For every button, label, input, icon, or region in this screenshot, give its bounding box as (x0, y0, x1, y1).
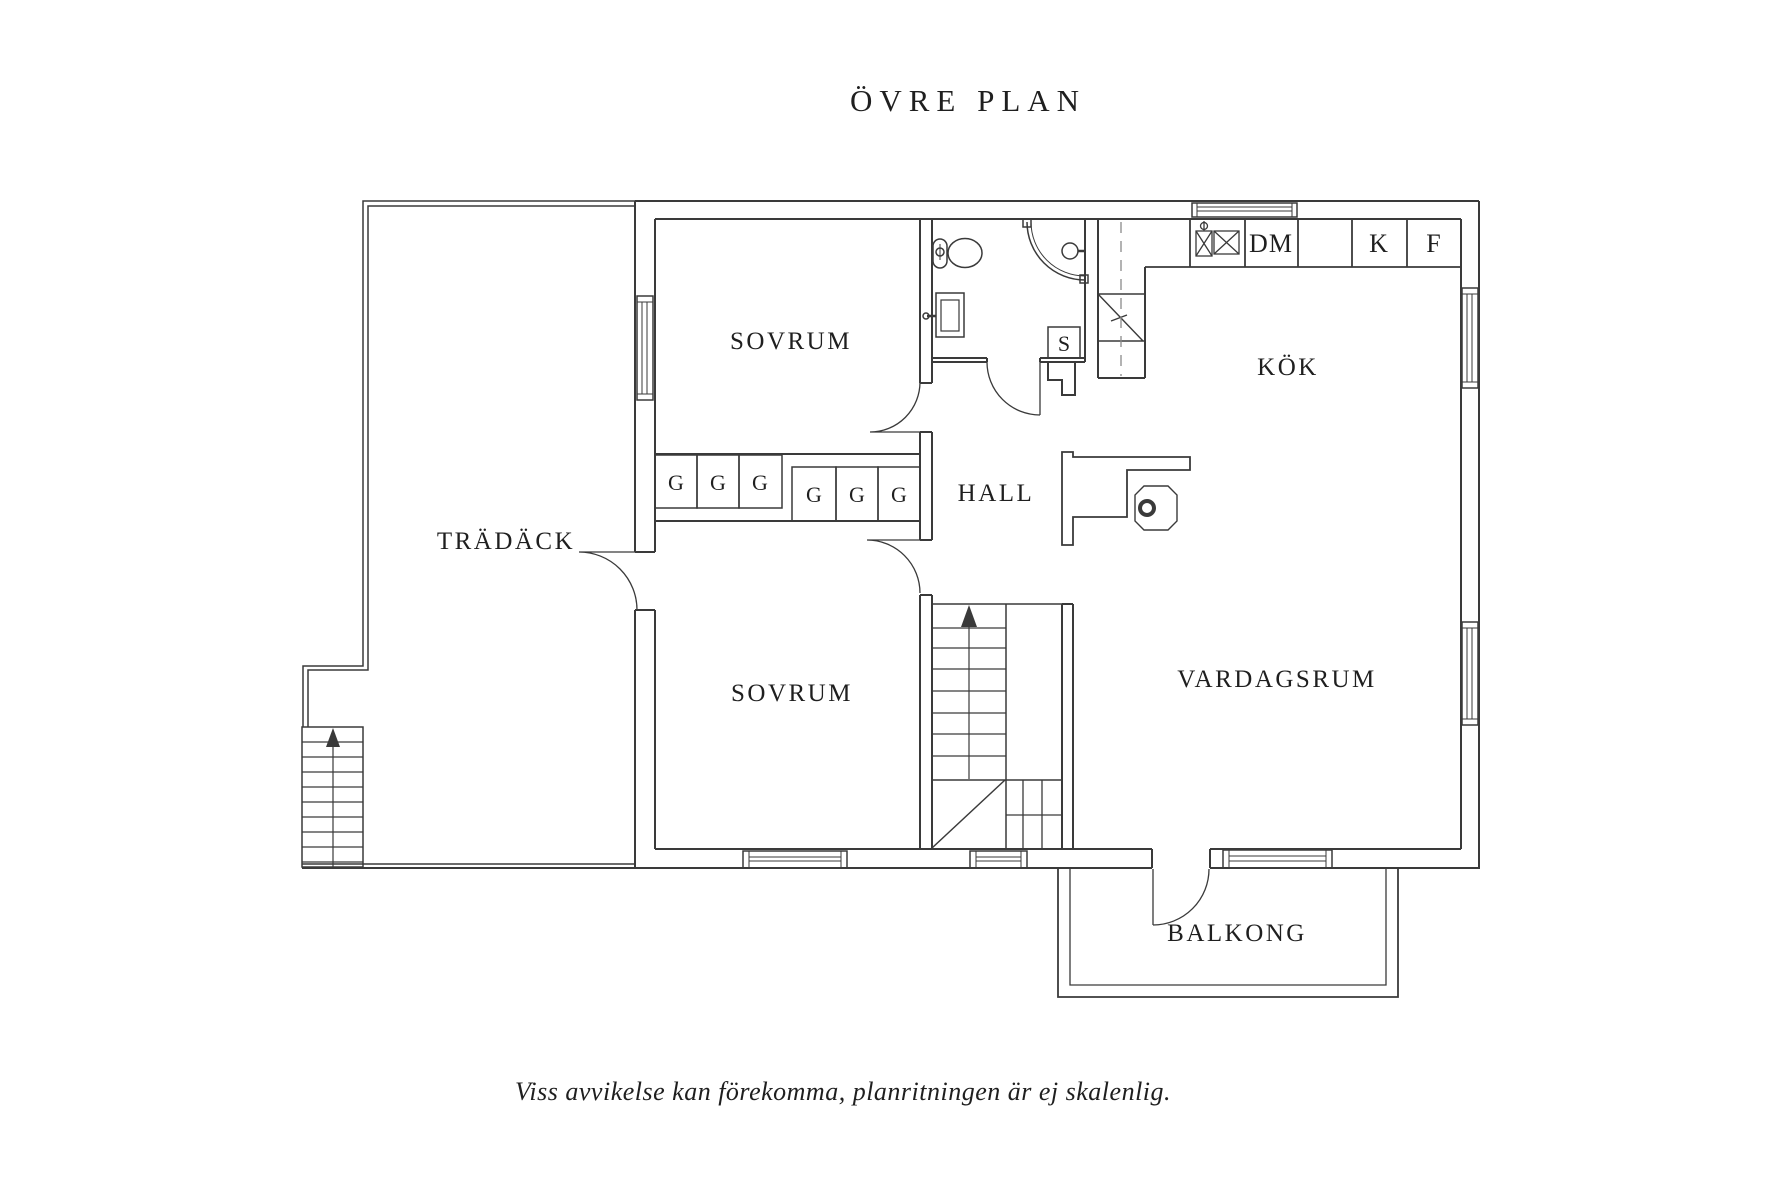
window-kitchen-right (1461, 287, 1479, 389)
windows (636, 202, 1479, 869)
window-bedroom-top-left (636, 295, 654, 401)
page-title: ÖVRE PLAN (850, 83, 1086, 118)
wardrobe-label: G (668, 470, 684, 495)
disclaimer-text: Viss avvikelse kan förekomma, planritnin… (515, 1077, 1171, 1106)
room-label-hall: HALL (958, 480, 1035, 507)
window-living-right (1461, 621, 1479, 726)
wardrobe-box (877, 466, 921, 522)
window-living-bottom (1222, 849, 1333, 869)
appliance-label-dishwasher: DM (1249, 229, 1293, 258)
balcony-rail-inner (1069, 869, 1387, 986)
balcony-area (1057, 869, 1399, 998)
room-label-kitchen: KÖK (1257, 354, 1319, 381)
deck-stairs-up-arrow-icon (326, 728, 340, 747)
stairs-winder-grid (1006, 780, 1062, 848)
kitchen-sink-icon (1195, 221, 1240, 257)
labels: ÖVRE PLAN TRÄDÄCK SOVRUM SOVRUM HALL KÖK… (437, 83, 1441, 1106)
closet-s-label: S (1058, 331, 1070, 356)
wall-wardrobe-corridor (655, 453, 920, 522)
interior-walls (655, 219, 1099, 849)
shower-icon (1022, 218, 1089, 284)
stairs-winder-diagonal (931, 779, 1006, 849)
window-bedroom-bottom (742, 850, 848, 869)
wardrobe-label: G (752, 470, 768, 495)
room-label-bedroom-top: SOVRUM (730, 328, 852, 355)
stairs-right-wall (1061, 603, 1074, 848)
kitchen-island (1061, 451, 1191, 546)
wardrobe-box (738, 454, 783, 509)
deck-rail-outer (302, 200, 635, 727)
staircase-main (931, 603, 1074, 849)
sink-icon (922, 292, 965, 338)
bathroom-fixtures (922, 218, 1089, 338)
room-label-balcony: BALKONG (1167, 920, 1307, 947)
wardrobes (654, 326, 1081, 522)
room-label-deck: TRÄDÄCK (437, 528, 575, 555)
doors (578, 361, 1210, 926)
toilet-icon (932, 237, 983, 269)
door-bedroom-top (869, 381, 921, 433)
closet-s-box (1047, 326, 1081, 359)
island-outline (1061, 451, 1191, 546)
kitchen-counter (1145, 219, 1461, 268)
door-deck (578, 551, 638, 611)
room-label-bedroom-bottom: SOVRUM (731, 680, 853, 707)
balcony-door-jambs (1151, 849, 1211, 868)
appliance-label-fridge: K (1369, 229, 1389, 258)
door-bedroom-bottom (866, 539, 921, 594)
wardrobe-label: G (710, 470, 726, 495)
wardrobe-label: G (891, 482, 907, 507)
counter-dividers (1189, 219, 1408, 267)
stairs-up-arrow-icon (961, 605, 977, 627)
window-kitchen-top (1191, 202, 1298, 218)
staircase-upper (1097, 222, 1146, 379)
deck-door-jambs (635, 551, 655, 611)
stair-strip-walls (1098, 267, 1146, 379)
door-balcony (1152, 868, 1210, 926)
room-label-living: VARDAGSRUM (1177, 666, 1377, 693)
wardrobe-label: G (806, 482, 822, 507)
wall-bathroom-right (1084, 219, 1099, 378)
balcony-rail-outer (1057, 869, 1399, 998)
wall-stub-hall-kitchen (1047, 361, 1076, 396)
hob-icon (1134, 485, 1178, 531)
wardrobe-label: G (849, 482, 865, 507)
deck-rail-inner (307, 205, 635, 727)
deck-area (301, 200, 635, 868)
window-stairs-bottom (969, 850, 1028, 869)
door-bathroom (986, 361, 1041, 416)
appliance-label-freezer: F (1426, 229, 1441, 258)
